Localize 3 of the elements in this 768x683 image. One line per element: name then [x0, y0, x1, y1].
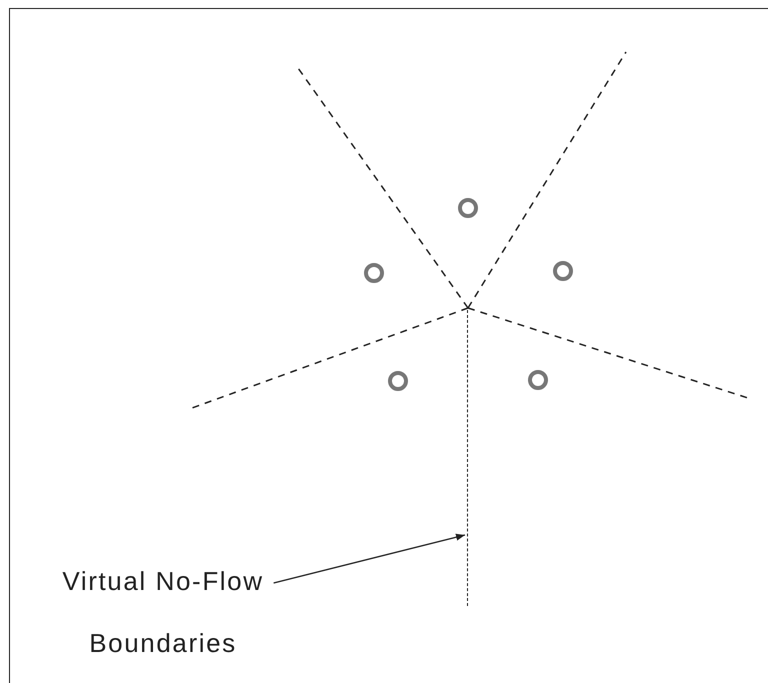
- annotation-label: Virtual No-Flow Boundaries: [62, 566, 264, 658]
- no-flow-boundary-line: [467, 310, 468, 606]
- leader-line: [273, 534, 466, 584]
